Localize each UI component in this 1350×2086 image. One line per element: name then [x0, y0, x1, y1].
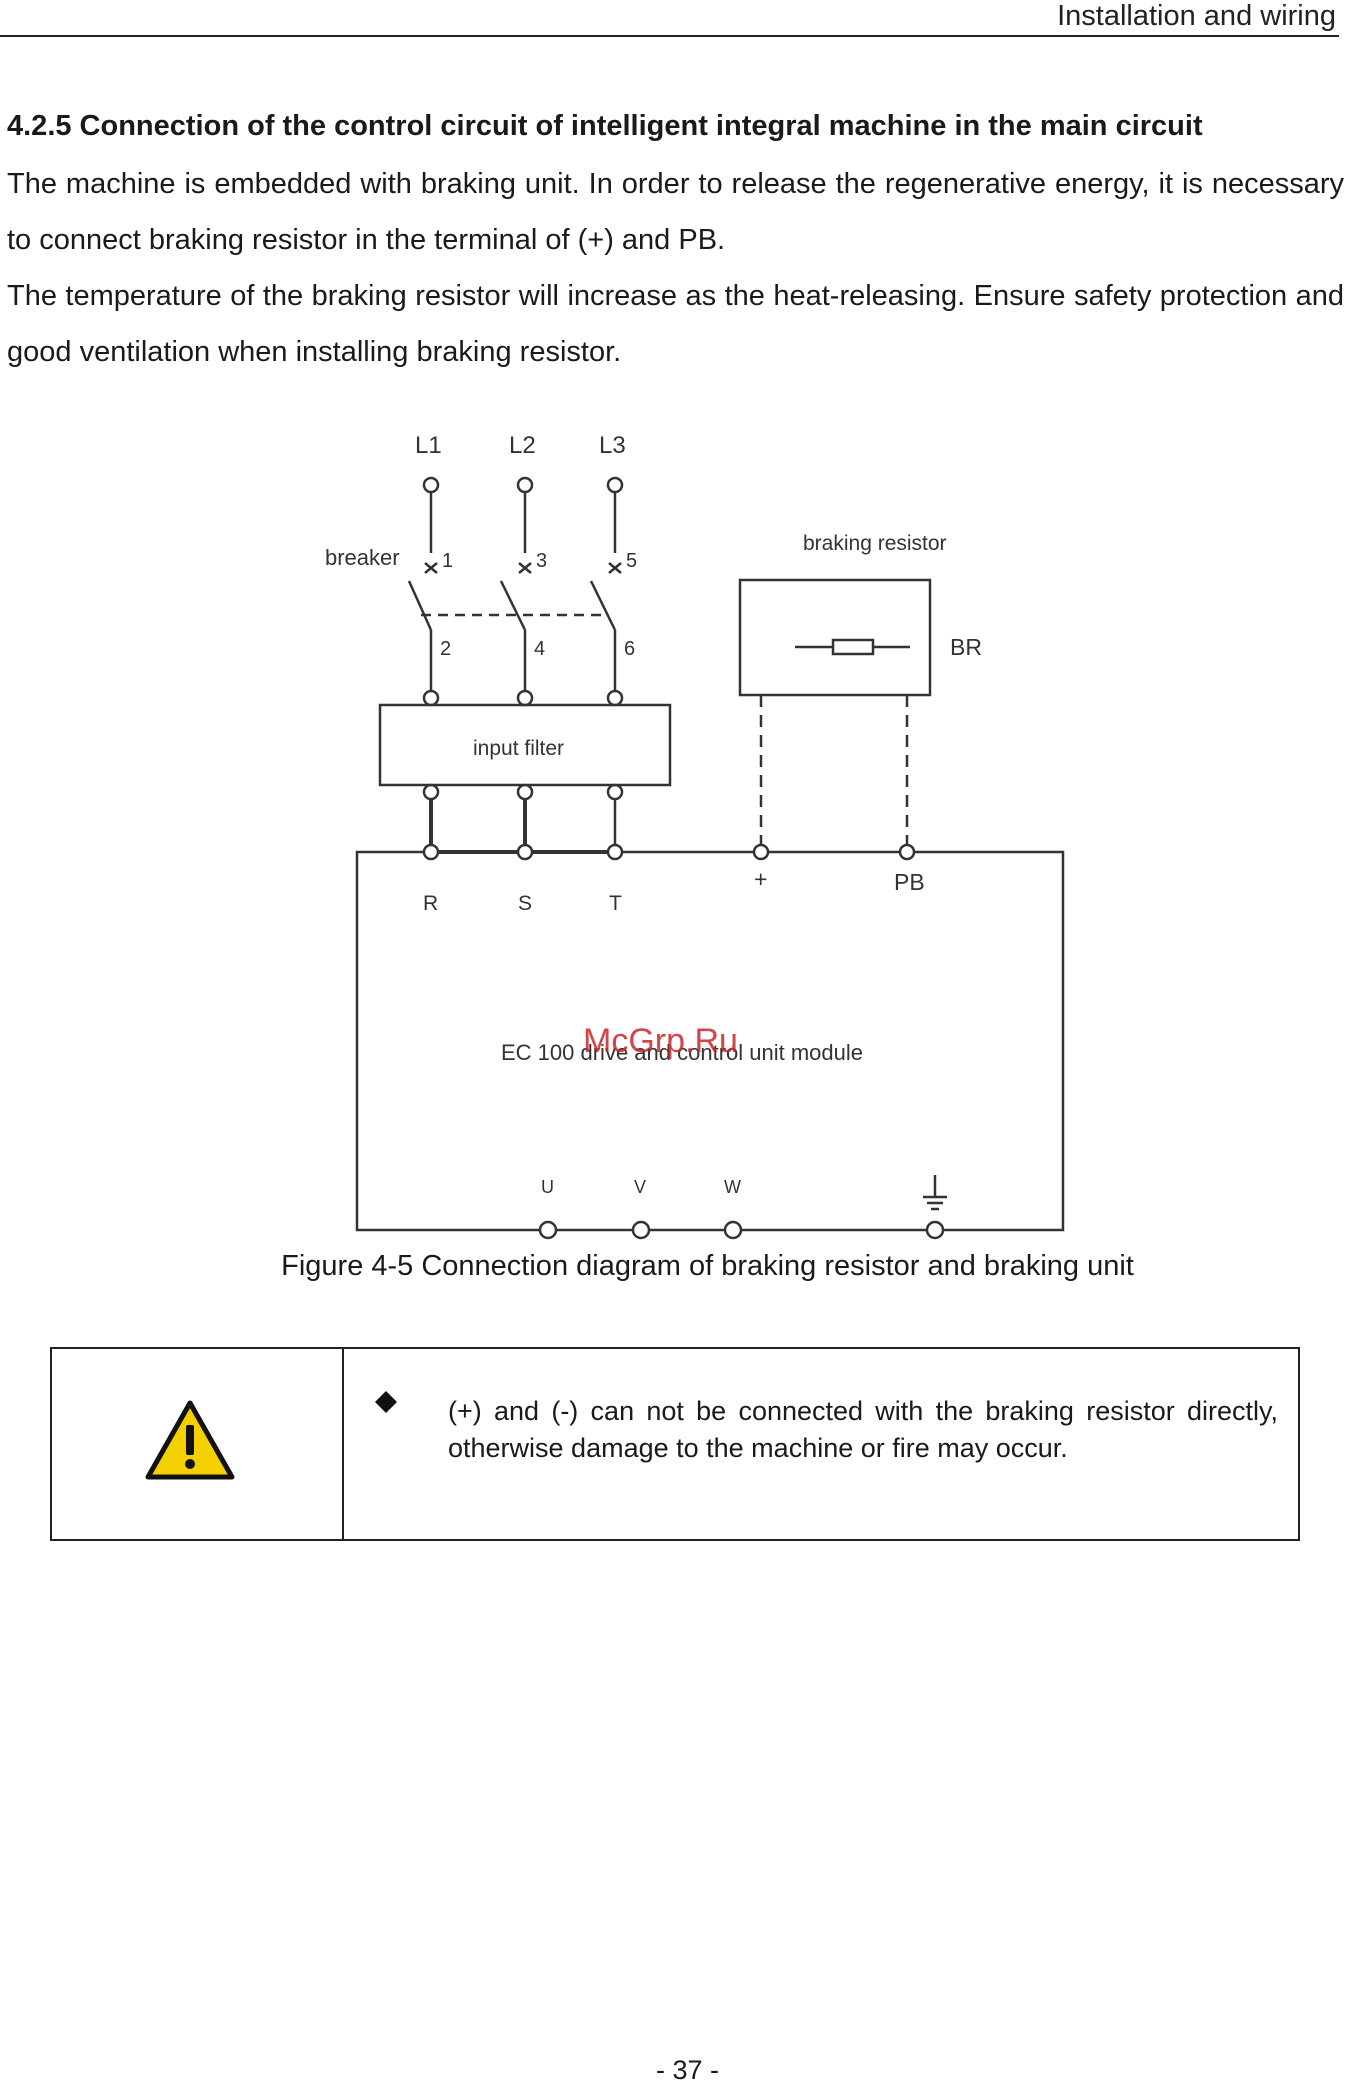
- terminal-u: [538, 1220, 558, 1240]
- ground-icon: [923, 1175, 947, 1211]
- watermark-text: McGrp.Ru: [583, 1022, 738, 1060]
- label-l2: L2: [509, 432, 536, 459]
- terminal-l1: [422, 476, 440, 494]
- terminal-w: [723, 1220, 743, 1240]
- label-s: S: [518, 892, 532, 915]
- module-outline: [355, 850, 1065, 1232]
- warning-divider: [342, 1349, 344, 1539]
- label-breaker: breaker: [325, 545, 400, 570]
- breaker-num-2: 2: [440, 638, 451, 660]
- terminal-l2: [516, 476, 534, 494]
- breaker-num-3: 3: [536, 550, 547, 572]
- terminal-pb: [898, 843, 916, 861]
- label-v: V: [634, 1177, 646, 1197]
- wiring-diagram: L1 L2 L3 breaker 1 3 5 2 4 6 input filte…: [325, 432, 1065, 1240]
- breaker-num-4: 4: [534, 638, 545, 660]
- paragraph-temperature: The temperature of the braking resistor …: [7, 280, 1344, 368]
- label-t: T: [609, 892, 622, 915]
- warning-text: (+) and (-) can not be connected with th…: [448, 1396, 1278, 1463]
- filter-out-1: [422, 783, 440, 801]
- label-pb: PB: [894, 869, 925, 895]
- terminal-t: [606, 843, 624, 861]
- label-plus: +: [754, 866, 767, 892]
- page-number: - 37 -: [655, 2055, 720, 2085]
- filter-in-1: [422, 689, 440, 707]
- terminal-l3: [606, 476, 624, 494]
- label-br: BR: [950, 634, 982, 660]
- label-w: W: [724, 1177, 741, 1197]
- label-braking-resistor: braking resistor: [803, 532, 947, 555]
- resistor-symbol: [831, 638, 875, 656]
- label-l1: L1: [415, 432, 442, 459]
- terminal-ground: [925, 1220, 945, 1240]
- warning-triangle-icon: [145, 1400, 235, 1480]
- breaker-num-6: 6: [624, 638, 635, 660]
- breaker-num-5: 5: [626, 550, 637, 572]
- label-u: U: [541, 1177, 554, 1197]
- header-rule: [0, 35, 1339, 37]
- filter-in-2: [516, 689, 534, 707]
- terminal-v: [631, 1220, 651, 1240]
- filter-in-3: [606, 689, 624, 707]
- label-r: R: [423, 892, 438, 915]
- label-module: EC 100 drive and control unit module: [501, 1040, 863, 1065]
- label-input-filter: input filter: [473, 737, 564, 760]
- terminal-s: [516, 843, 534, 861]
- filter-out-3: [606, 783, 624, 801]
- figure-caption: Figure 4-5 Connection diagram of braking…: [281, 1250, 1134, 1282]
- terminal-r: [422, 843, 440, 861]
- braking-resistor-box: [738, 578, 932, 697]
- paragraph-braking-unit: The machine is embedded with braking uni…: [7, 168, 1344, 256]
- diamond-bullet-icon: [375, 1391, 397, 1413]
- warning-box: (+) and (-) can not be connected with th…: [50, 1347, 1300, 1541]
- filter-out-2: [516, 783, 534, 801]
- page-header-title: Installation and wiring: [1057, 0, 1336, 32]
- breaker-num-1: 1: [442, 550, 453, 572]
- terminal-plus: [752, 843, 770, 861]
- label-l3: L3: [599, 432, 626, 459]
- section-title: 4.2.5 Connection of the control circuit …: [7, 110, 1203, 142]
